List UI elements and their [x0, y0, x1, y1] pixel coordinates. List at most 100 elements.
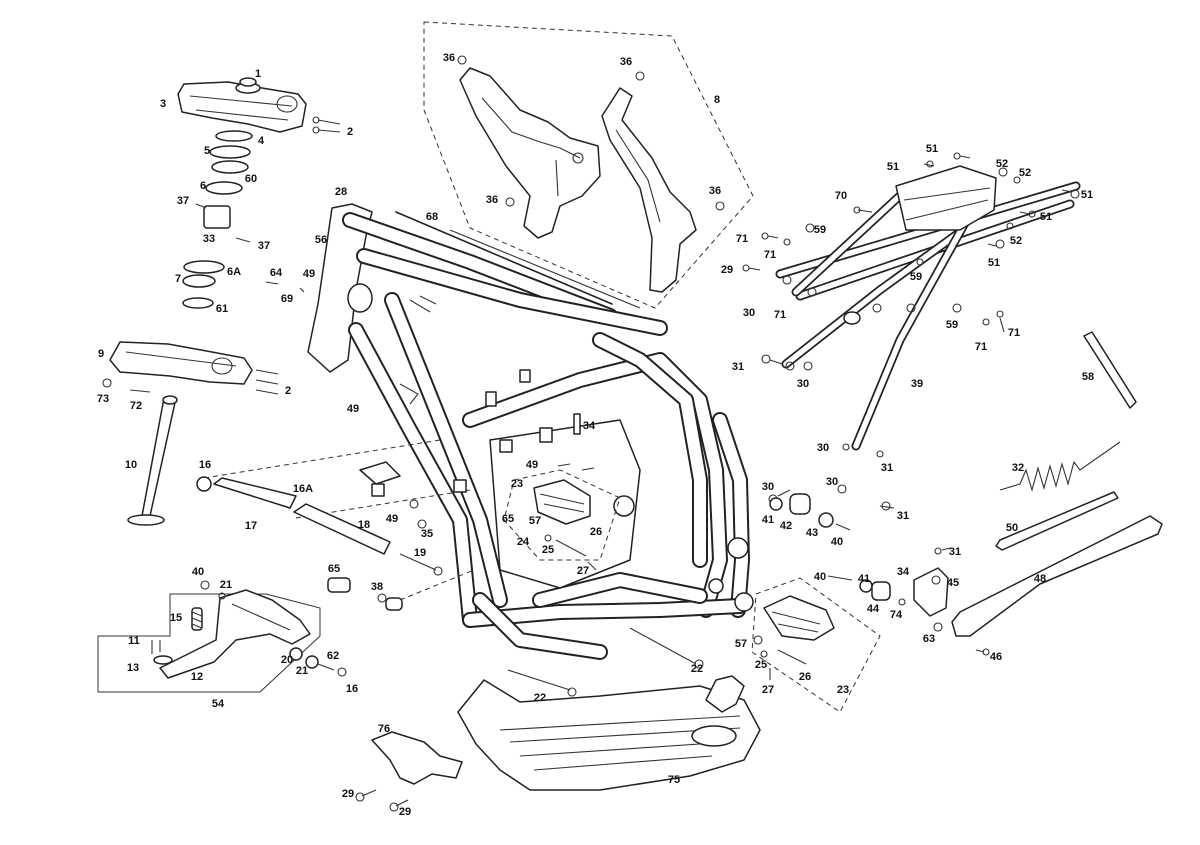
part-label-l60: 60 — [245, 173, 257, 185]
part-label-l26a: 26 — [590, 526, 602, 538]
part-label-l44: 44 — [867, 603, 880, 615]
part-label-l68: 68 — [426, 211, 438, 223]
part-label-l52a: 52 — [996, 158, 1008, 170]
right-side-parts — [768, 331, 1163, 656]
part-label-l71a: 71 — [736, 233, 748, 245]
part-label-l36a: 36 — [443, 52, 455, 64]
part-label-l30b: 30 — [797, 378, 809, 390]
skid-plate — [457, 627, 761, 791]
part-label-l57b: 57 — [735, 638, 747, 650]
part-label-l10: 10 — [125, 459, 137, 471]
footrest-right — [751, 577, 881, 713]
part-label-l1: 1 — [255, 68, 261, 80]
part-label-l69: 69 — [281, 293, 293, 305]
part-label-l64: 64 — [270, 267, 283, 279]
part-label-l56: 56 — [315, 234, 327, 246]
part-label-l34: 34 — [583, 420, 596, 432]
part-label-l4: 4 — [258, 135, 265, 147]
part-label-l37a: 37 — [177, 195, 189, 207]
part-label-l8: 8 — [714, 94, 720, 106]
part-label-l59a: 59 — [814, 224, 826, 236]
part-label-l9: 9 — [98, 348, 104, 360]
part-label-l22b: 22 — [534, 692, 546, 704]
part-label-l29c: 29 — [721, 264, 733, 276]
part-label-l23b: 23 — [837, 684, 849, 696]
rear-subframe — [775, 165, 1081, 451]
part-label-l36d: 36 — [709, 185, 721, 197]
part-label-l6A: 6A — [227, 266, 241, 278]
part-label-l46: 46 — [990, 651, 1002, 663]
part-label-l16b: 16 — [346, 683, 358, 695]
part-label-l30c: 30 — [817, 442, 829, 454]
footrest-left — [503, 469, 621, 571]
part-label-l15: 15 — [170, 612, 182, 624]
part-label-l34b: 34 — [897, 566, 910, 578]
part-label-l32: 32 — [1012, 462, 1024, 474]
part-label-l25a: 25 — [542, 544, 554, 556]
part-label-l42: 42 — [780, 520, 792, 532]
part-label-l51a: 51 — [926, 143, 938, 155]
part-label-l16a: 16 — [199, 459, 211, 471]
part-label-l40b: 40 — [831, 536, 843, 548]
part-label-l71d: 71 — [1008, 327, 1020, 339]
part-label-l70: 70 — [835, 190, 847, 202]
part-label-l52b: 52 — [1019, 167, 1031, 179]
part-label-l16A: 16A — [293, 483, 313, 495]
part-label-l19: 19 — [414, 547, 426, 559]
part-label-l51d: 51 — [1040, 211, 1052, 223]
part-label-l30e: 30 — [826, 476, 838, 488]
part-label-l3: 3 — [160, 98, 166, 110]
main-frame — [307, 203, 754, 660]
part-label-l29a: 29 — [342, 788, 354, 800]
part-label-l71e: 71 — [975, 341, 987, 353]
part-label-l31a: 31 — [732, 361, 744, 373]
lower-triple-clamp — [102, 341, 279, 395]
part-label-l45: 45 — [947, 577, 959, 589]
part-label-l58: 58 — [1082, 371, 1094, 383]
part-label-l61: 61 — [216, 303, 228, 315]
part-label-l11: 11 — [128, 635, 140, 647]
part-label-l24: 24 — [517, 536, 530, 548]
part-label-l62: 62 — [327, 650, 339, 662]
part-label-l12: 12 — [191, 671, 203, 683]
leader-lines — [265, 281, 595, 471]
part-label-l36b: 36 — [620, 56, 632, 68]
part-label-l26b: 26 — [799, 671, 811, 683]
part-label-l49d: 49 — [526, 459, 538, 471]
part-label-l51e: 51 — [988, 257, 1000, 269]
part-label-l51c: 51 — [1081, 189, 1093, 201]
part-label-l31c: 31 — [897, 510, 909, 522]
part-label-l37b: 37 — [258, 240, 270, 252]
part-label-l65a: 65 — [502, 513, 514, 525]
part-label-l23a: 23 — [511, 478, 523, 490]
part-label-l39: 39 — [911, 378, 923, 390]
part-label-l50: 50 — [1006, 522, 1018, 534]
part-label-l73: 73 — [97, 393, 109, 405]
part-label-l5: 5 — [204, 145, 210, 157]
part-label-l43: 43 — [806, 527, 818, 539]
part-label-l20: 20 — [281, 654, 293, 666]
part-label-l48: 48 — [1034, 573, 1046, 585]
side-stand — [127, 395, 178, 526]
part-label-l49a: 49 — [303, 268, 315, 280]
part-label-l57a: 57 — [529, 515, 541, 527]
part-label-l22a: 22 — [691, 663, 703, 675]
part-label-l51b: 51 — [887, 161, 899, 173]
side-panels-group — [423, 21, 754, 309]
part-label-l41a: 41 — [762, 514, 774, 526]
part-label-l33: 33 — [203, 233, 215, 245]
part-label-l27a: 27 — [577, 565, 589, 577]
part-label-l21b: 21 — [296, 665, 308, 677]
part-label-l27b: 27 — [762, 684, 774, 696]
part-label-l65b: 65 — [328, 563, 340, 575]
part-label-l71b: 71 — [764, 249, 776, 261]
part-label-l54: 54 — [212, 698, 225, 710]
part-label-l28: 28 — [335, 186, 347, 198]
chain-guard — [355, 731, 463, 812]
part-label-l75: 75 — [668, 774, 680, 786]
part-label-l52c: 52 — [1010, 235, 1022, 247]
part-label-l63: 63 — [923, 633, 935, 645]
part-label-l7: 7 — [175, 273, 181, 285]
